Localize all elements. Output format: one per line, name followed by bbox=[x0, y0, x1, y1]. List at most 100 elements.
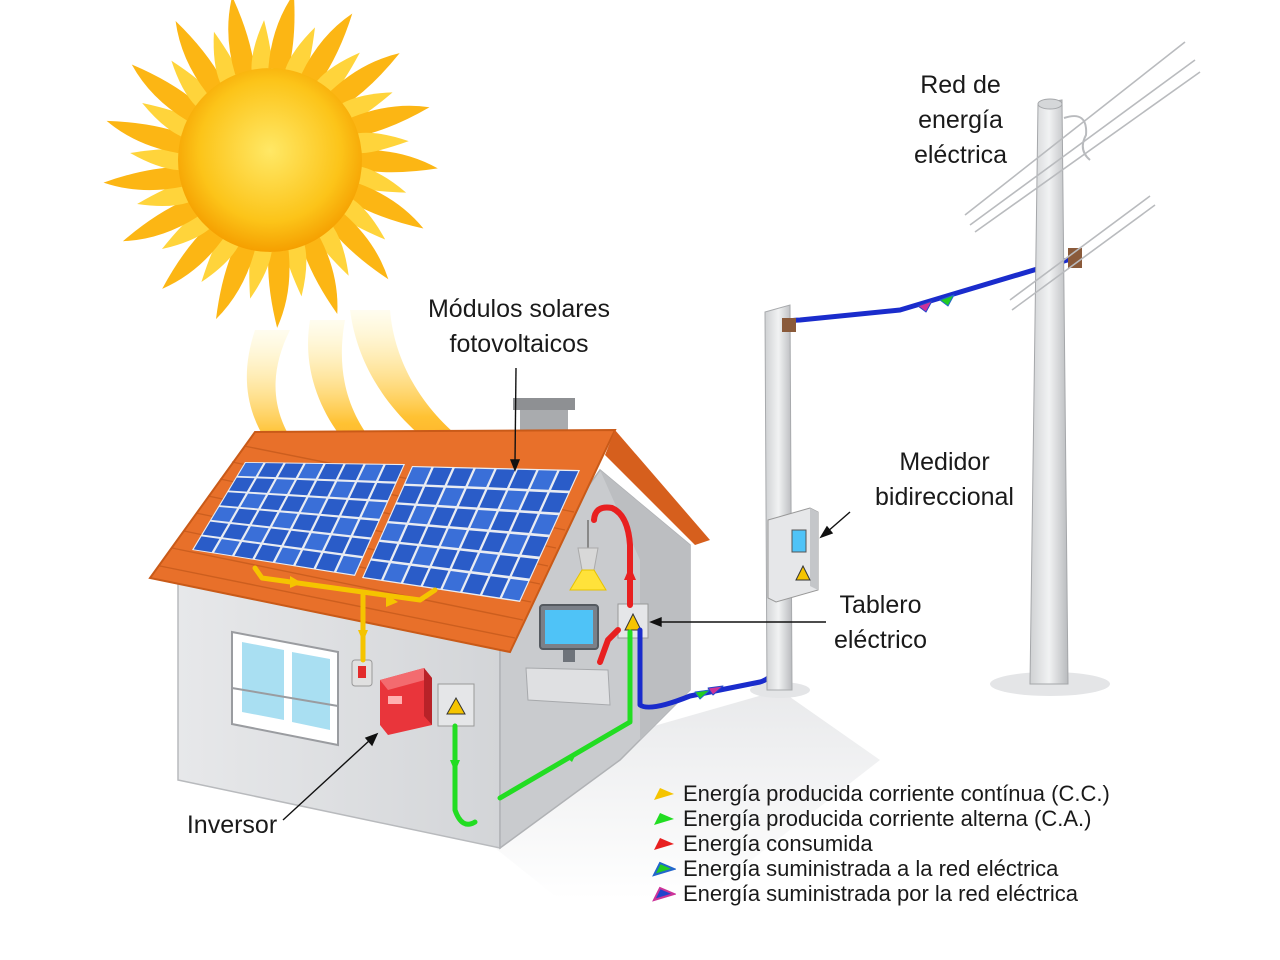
legend-label-to-grid: Energía suministrada a la red eléctrica bbox=[683, 856, 1059, 881]
solar-cell bbox=[442, 571, 469, 592]
solar-cell bbox=[289, 479, 315, 496]
solar-cell bbox=[551, 470, 579, 491]
sun-flame bbox=[201, 237, 239, 283]
solar-cell bbox=[300, 497, 327, 514]
solar-cell bbox=[531, 514, 559, 535]
solar-cell bbox=[324, 535, 350, 554]
solar-cell bbox=[397, 485, 423, 504]
sun-flame bbox=[330, 53, 400, 106]
solar-cell bbox=[449, 508, 476, 528]
dc-flow-line bbox=[252, 565, 438, 663]
inverter-callout bbox=[282, 739, 371, 821]
solar-cell bbox=[440, 528, 467, 548]
sun-flame bbox=[268, 0, 295, 70]
solar-cell bbox=[405, 467, 432, 485]
solar-cell bbox=[369, 483, 395, 501]
solar-cell bbox=[272, 512, 298, 529]
solar-cell bbox=[283, 530, 310, 548]
grid-label-line-2: energía bbox=[918, 106, 1003, 134]
solar-cell bbox=[349, 482, 375, 499]
sun-flame bbox=[342, 199, 386, 240]
solar-cell bbox=[202, 521, 229, 538]
legend-item-consumed: Energía consumida bbox=[650, 831, 1110, 856]
sun-flame bbox=[317, 52, 360, 94]
solar-cell bbox=[470, 509, 497, 530]
solar-cell bbox=[298, 463, 324, 479]
sun-flame bbox=[358, 166, 407, 193]
solar-cell bbox=[372, 541, 398, 561]
meter-label: Medidor bidireccional bbox=[852, 445, 1037, 515]
solar-cell bbox=[260, 494, 286, 511]
sun-flame bbox=[228, 0, 255, 75]
solar-cell bbox=[471, 552, 498, 574]
solar-cell bbox=[295, 550, 321, 569]
solar-cell bbox=[488, 469, 516, 488]
sun-flame bbox=[251, 20, 272, 70]
solar-cell bbox=[353, 519, 379, 538]
callout-lines bbox=[282, 367, 851, 821]
lamp-light bbox=[569, 569, 607, 591]
inverter-box bbox=[380, 668, 432, 735]
solar-cell bbox=[344, 537, 370, 557]
solar-cell bbox=[336, 555, 362, 575]
solar-cell bbox=[237, 462, 264, 477]
solar-cell bbox=[502, 578, 529, 601]
solar-cell bbox=[257, 463, 284, 478]
solar-cell bbox=[211, 506, 237, 522]
sun-flame bbox=[216, 245, 255, 320]
solar-cell bbox=[462, 573, 489, 595]
solar-cell bbox=[378, 464, 404, 482]
sun-flame bbox=[142, 102, 189, 137]
sun-flame bbox=[358, 132, 409, 154]
modules-label: Módulos solares fotovoltaicos bbox=[404, 292, 634, 362]
sun-flame bbox=[285, 245, 307, 297]
solar-cell bbox=[278, 463, 304, 478]
inverter-label-text: Inversor bbox=[186, 811, 278, 839]
modules-callout bbox=[514, 367, 517, 463]
sun-flame bbox=[317, 226, 349, 276]
sun-flame bbox=[161, 214, 210, 250]
modules-label-line-1: Módulos solares bbox=[427, 295, 611, 323]
solar-cell bbox=[458, 488, 486, 508]
legend-item-to-grid: Energía suministrada a la red eléctrica bbox=[650, 856, 1110, 881]
sun-flame bbox=[268, 250, 290, 328]
sun-flame bbox=[249, 250, 272, 299]
solar-cell bbox=[254, 544, 281, 562]
sun-flame bbox=[137, 183, 189, 207]
solar-cell bbox=[451, 550, 478, 571]
legend-item-from-grid: Energía suministrada por la red eléctric… bbox=[650, 881, 1110, 906]
meter-callout bbox=[826, 511, 851, 533]
solar-cell bbox=[309, 480, 335, 497]
solar-cell bbox=[431, 548, 458, 569]
solar-cell bbox=[275, 547, 301, 566]
solar-cell bbox=[479, 489, 506, 509]
sun bbox=[103, 0, 438, 328]
solar-cell bbox=[380, 523, 406, 542]
solar-cell bbox=[269, 479, 295, 495]
solar-cell bbox=[220, 492, 246, 507]
grid-label-line-3: eléctrica bbox=[913, 141, 1008, 169]
solar-cell bbox=[341, 499, 367, 518]
solar-cell bbox=[438, 487, 465, 507]
grid-label-line-1: Red de bbox=[920, 71, 1001, 99]
solar-cell bbox=[231, 508, 258, 525]
solar-cell bbox=[491, 555, 519, 576]
inverter-label: Inversor bbox=[172, 808, 292, 843]
solar-cell bbox=[363, 560, 389, 580]
solar-cell bbox=[388, 504, 415, 523]
solar-cell bbox=[315, 553, 342, 572]
sun-flame bbox=[301, 13, 353, 83]
solar-cell bbox=[243, 526, 269, 543]
solar-cell bbox=[383, 563, 409, 583]
legend-label-consumed: Energía consumida bbox=[683, 831, 873, 856]
solar-cell bbox=[420, 526, 447, 546]
sun-flame bbox=[301, 237, 338, 314]
sun-flame bbox=[330, 214, 389, 280]
electrical-board bbox=[617, 603, 649, 639]
solar-cell bbox=[509, 469, 537, 489]
solar-cell bbox=[541, 492, 569, 513]
solar-cell bbox=[304, 533, 330, 551]
interior-devices bbox=[351, 520, 649, 735]
legend-label-dc: Energía producida corriente contínua (C.… bbox=[683, 781, 1110, 806]
solar-cell bbox=[447, 468, 474, 487]
